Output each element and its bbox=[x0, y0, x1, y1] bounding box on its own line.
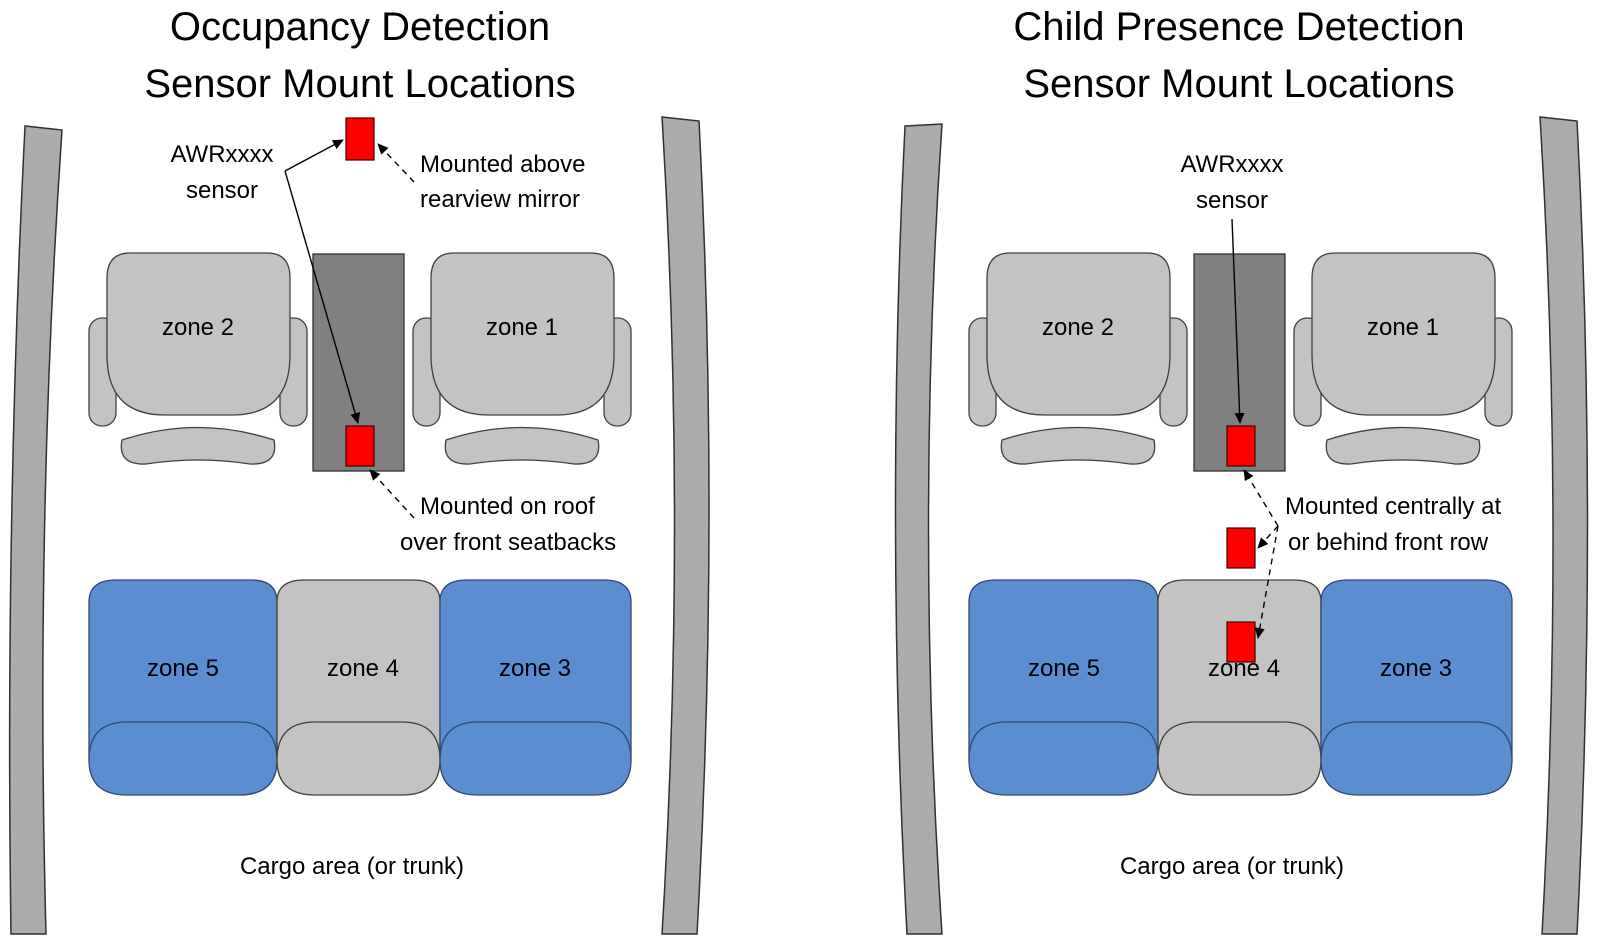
dashed-arrow-mirror bbox=[377, 143, 415, 183]
zone-5-label: zone 5 bbox=[1028, 655, 1100, 682]
sensor-roof-front-seatbacks bbox=[345, 425, 375, 467]
zone-1-label: zone 1 bbox=[486, 314, 558, 341]
occupancy-detection-panel: Occupancy Detection Sensor Mount Locatio… bbox=[8, 5, 710, 935]
panel-title-line2: Sensor Mount Locations bbox=[144, 62, 575, 106]
note-mirror-line2: rearview mirror bbox=[420, 186, 580, 213]
zone-5-label: zone 5 bbox=[147, 655, 219, 682]
panel-title-line1: Occupancy Detection bbox=[170, 5, 550, 49]
note-central-line1: Mounted centrally at bbox=[1285, 493, 1501, 520]
zone-3-label: zone 3 bbox=[499, 655, 571, 682]
dashed-arrow-to-behind-sensor bbox=[1257, 525, 1279, 549]
zone-4-label: zone 4 bbox=[327, 655, 399, 682]
note-roof-line1: Mounted on roof bbox=[420, 493, 595, 520]
front-seat-zone-2: zone 2 bbox=[968, 252, 1188, 465]
panel-title-line2: Sensor Mount Locations bbox=[1023, 62, 1454, 106]
zone-2-label: zone 2 bbox=[1042, 314, 1114, 341]
front-seat-zone-1: zone 1 bbox=[412, 252, 632, 465]
sensor-roof-front-seatbacks bbox=[1226, 425, 1256, 467]
sensor-label-line2: sensor bbox=[1196, 187, 1268, 214]
note-mirror-line1: Mounted above bbox=[420, 151, 585, 178]
rear-bench: zone 5 zone 4 zone 3 bbox=[968, 579, 1513, 796]
note-roof-line2: over front seatbacks bbox=[400, 529, 616, 556]
vehicle-right-wall bbox=[1539, 116, 1589, 935]
vehicle-right-wall bbox=[661, 116, 710, 935]
arrow-to-sensor bbox=[1231, 218, 1245, 424]
arrow-to-roof-sensor bbox=[284, 170, 361, 424]
front-seat-zone-2: zone 2 bbox=[88, 252, 308, 465]
sensor-label-line1: AWRxxxx bbox=[170, 141, 273, 168]
sensor-label-line2: sensor bbox=[186, 177, 258, 204]
arrow-to-mirror-sensor bbox=[284, 139, 344, 172]
panel-title-line1: Child Presence Detection bbox=[1013, 5, 1464, 49]
cargo-area-label: Cargo area (or trunk) bbox=[240, 853, 464, 880]
zone-3-label: zone 3 bbox=[1380, 655, 1452, 682]
dashed-arrow-to-rear-sensor bbox=[1254, 525, 1279, 639]
cargo-area-label: Cargo area (or trunk) bbox=[1120, 853, 1344, 880]
note-central-line2: or behind front row bbox=[1288, 529, 1489, 556]
sensor-rear-center bbox=[1226, 621, 1256, 663]
zone-1-label: zone 1 bbox=[1367, 314, 1439, 341]
sensor-label-line1: AWRxxxx bbox=[1180, 151, 1283, 178]
dashed-arrow-to-roof-sensor bbox=[1243, 469, 1279, 527]
vehicle-left-wall bbox=[8, 125, 63, 935]
child-presence-detection-panel: Child Presence Detection Sensor Mount Lo… bbox=[894, 5, 1589, 935]
vehicle-left-wall bbox=[894, 123, 943, 935]
sensor-behind-front-row bbox=[1226, 527, 1256, 569]
zone-2-label: zone 2 bbox=[162, 314, 234, 341]
front-seat-zone-1: zone 1 bbox=[1293, 252, 1513, 465]
dashed-arrow-roof bbox=[369, 469, 415, 519]
sensor-rearview-mirror bbox=[345, 117, 375, 161]
rear-bench: zone 5 zone 4 zone 3 bbox=[88, 579, 632, 796]
